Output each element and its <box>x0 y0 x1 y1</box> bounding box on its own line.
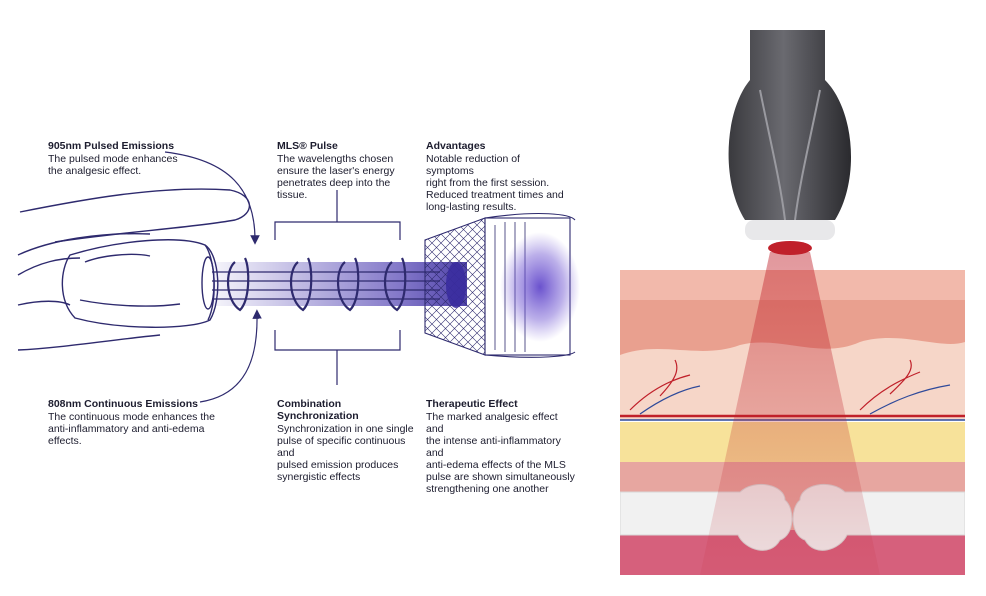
note-heading: 808nm Continuous Emissions <box>48 398 198 410</box>
emission-lines <box>212 271 440 300</box>
laser-handpiece <box>728 30 852 220</box>
pulse-spiral <box>227 257 407 312</box>
beam-core <box>446 262 466 308</box>
note-heading: Therapeutic Effect <box>426 398 518 410</box>
note-therapeutic-effect: Therapeutic Effect The marked analgesic … <box>426 398 576 495</box>
note-mls-pulse: MLS® Pulse The wavelengths chosen ensure… <box>277 140 417 201</box>
laser-aperture <box>768 241 812 255</box>
note-heading: Combination Synchronization <box>277 398 359 422</box>
note-combination-synchronization: Combination Synchronization Synchronizat… <box>277 398 417 483</box>
mls-laser-diagram <box>17 151 580 403</box>
note-body: Synchronization in one single pulse of s… <box>277 423 414 483</box>
note-body: Notable reduction of symptoms right from… <box>426 153 564 213</box>
note-body: The pulsed mode enhances the analgesic e… <box>48 153 178 177</box>
note-body: The marked analgesic effect and the inte… <box>426 411 575 495</box>
handpiece-ring <box>745 220 835 240</box>
note-continuous-emissions: 808nm Continuous Emissions The continuou… <box>48 398 238 447</box>
capillaries <box>629 359 951 415</box>
note-advantages: Advantages Notable reduction of symptoms… <box>426 140 566 213</box>
tissue-block <box>424 212 580 358</box>
note-heading: Advantages <box>426 140 486 152</box>
note-body: The continuous mode enhances the anti-in… <box>48 411 215 447</box>
note-pulsed-emissions: 905nm Pulsed Emissions The pulsed mode e… <box>48 140 223 177</box>
laser-cone <box>700 252 880 575</box>
mls-bracket <box>274 190 401 385</box>
note-heading: MLS® Pulse <box>277 140 338 152</box>
note-heading: 905nm Pulsed Emissions <box>48 140 175 152</box>
connector-arrows <box>164 151 262 403</box>
tissue-illustration <box>620 30 965 575</box>
note-body: The wavelengths chosen ensure the laser'… <box>277 153 395 201</box>
